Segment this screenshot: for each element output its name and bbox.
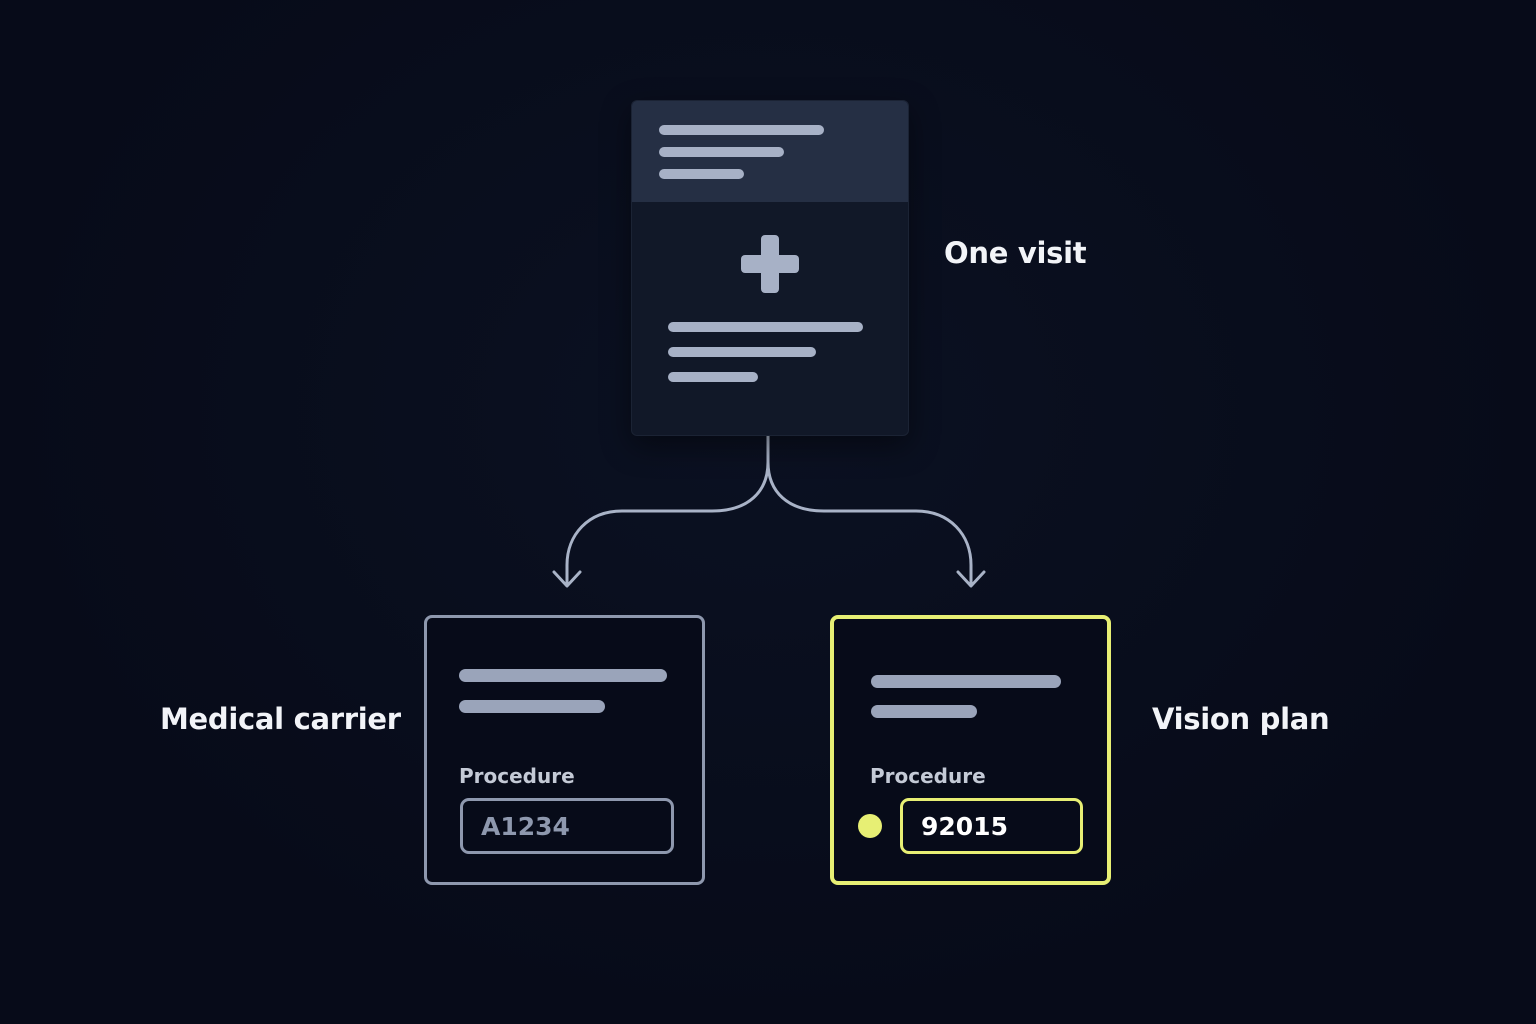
body-text-line (668, 347, 816, 357)
arrow-head-left (552, 570, 582, 588)
card-text-line (459, 700, 605, 713)
vision-plan-card: Procedure 92015 (830, 615, 1111, 885)
card-text-line (459, 669, 667, 682)
card-text-line (871, 705, 977, 718)
medical-carrier-label: Medical carrier (160, 702, 401, 736)
procedure-field-label: Procedure (870, 764, 986, 788)
visit-label: One visit (944, 236, 1087, 270)
arrow-head-right (956, 570, 986, 588)
body-text-line (668, 322, 863, 332)
procedure-code-field[interactable]: A1234 (460, 798, 674, 854)
procedure-field-label: Procedure (459, 764, 575, 788)
vision-plan-label: Vision plan (1152, 702, 1330, 736)
body-text-line (668, 372, 758, 382)
procedure-code-field[interactable]: 92015 (900, 798, 1083, 854)
medical-carrier-card: Procedure A1234 (424, 615, 705, 885)
visit-document-card (631, 100, 909, 436)
header-text-line (659, 147, 784, 157)
connector-left-branch (565, 460, 770, 585)
card-text-line (871, 675, 1061, 688)
header-text-line (659, 125, 824, 135)
header-text-line (659, 169, 744, 179)
document-header (632, 101, 908, 202)
medical-cross-icon (741, 235, 799, 293)
connector-right-branch (766, 460, 973, 585)
highlight-dot-icon (858, 814, 882, 838)
